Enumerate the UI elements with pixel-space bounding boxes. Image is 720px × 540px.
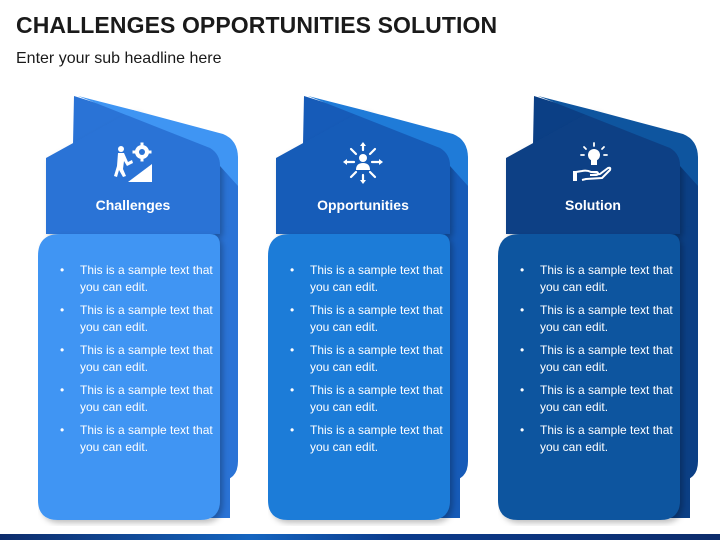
opportunities-list: This is a sample text that you can edit.…	[284, 262, 464, 462]
list-item: This is a sample text that you can edit.	[54, 382, 234, 416]
list-item: This is a sample text that you can edit.	[284, 262, 464, 296]
solution-list: This is a sample text that you can edit.…	[514, 262, 694, 462]
list-item: This is a sample text that you can edit.	[514, 342, 694, 376]
list-item: This is a sample text that you can edit.	[514, 422, 694, 456]
column-solution: Solution This is a sample text that you …	[498, 86, 698, 526]
page-subtitle: Enter your sub headline here	[16, 50, 222, 67]
list-item: This is a sample text that you can edit.	[54, 262, 234, 296]
list-item: This is a sample text that you can edit.	[514, 302, 694, 336]
list-item: This is a sample text that you can edit.	[284, 342, 464, 376]
hand-lightbulb-icon	[573, 142, 612, 181]
list-item: This is a sample text that you can edit.	[284, 302, 464, 336]
page-title: CHALLENGES OPPORTUNITIES SOLUTION	[16, 12, 498, 38]
person-arrows-icon	[343, 142, 383, 184]
list-item: This is a sample text that you can edit.	[54, 302, 234, 336]
list-item: This is a sample text that you can edit.	[284, 382, 464, 416]
list-item: This is a sample text that you can edit.	[284, 422, 464, 456]
footer-bar	[0, 534, 720, 540]
list-item: This is a sample text that you can edit.	[54, 422, 234, 456]
list-item: This is a sample text that you can edit.	[514, 262, 694, 296]
column-challenges: Challenges This is a sample text that yo…	[38, 86, 238, 526]
column-label-opportunities: Opportunities	[317, 197, 409, 213]
column-opportunities: Opportunities This is a sample text that…	[268, 86, 468, 526]
column-label-challenges: Challenges	[95, 197, 171, 213]
list-item: This is a sample text that you can edit.	[54, 342, 234, 376]
list-item: This is a sample text that you can edit.	[514, 382, 694, 416]
challenges-list: This is a sample text that you can edit.…	[54, 262, 234, 462]
column-label-solution: Solution	[565, 197, 621, 213]
climber-gear-icon	[114, 142, 152, 182]
